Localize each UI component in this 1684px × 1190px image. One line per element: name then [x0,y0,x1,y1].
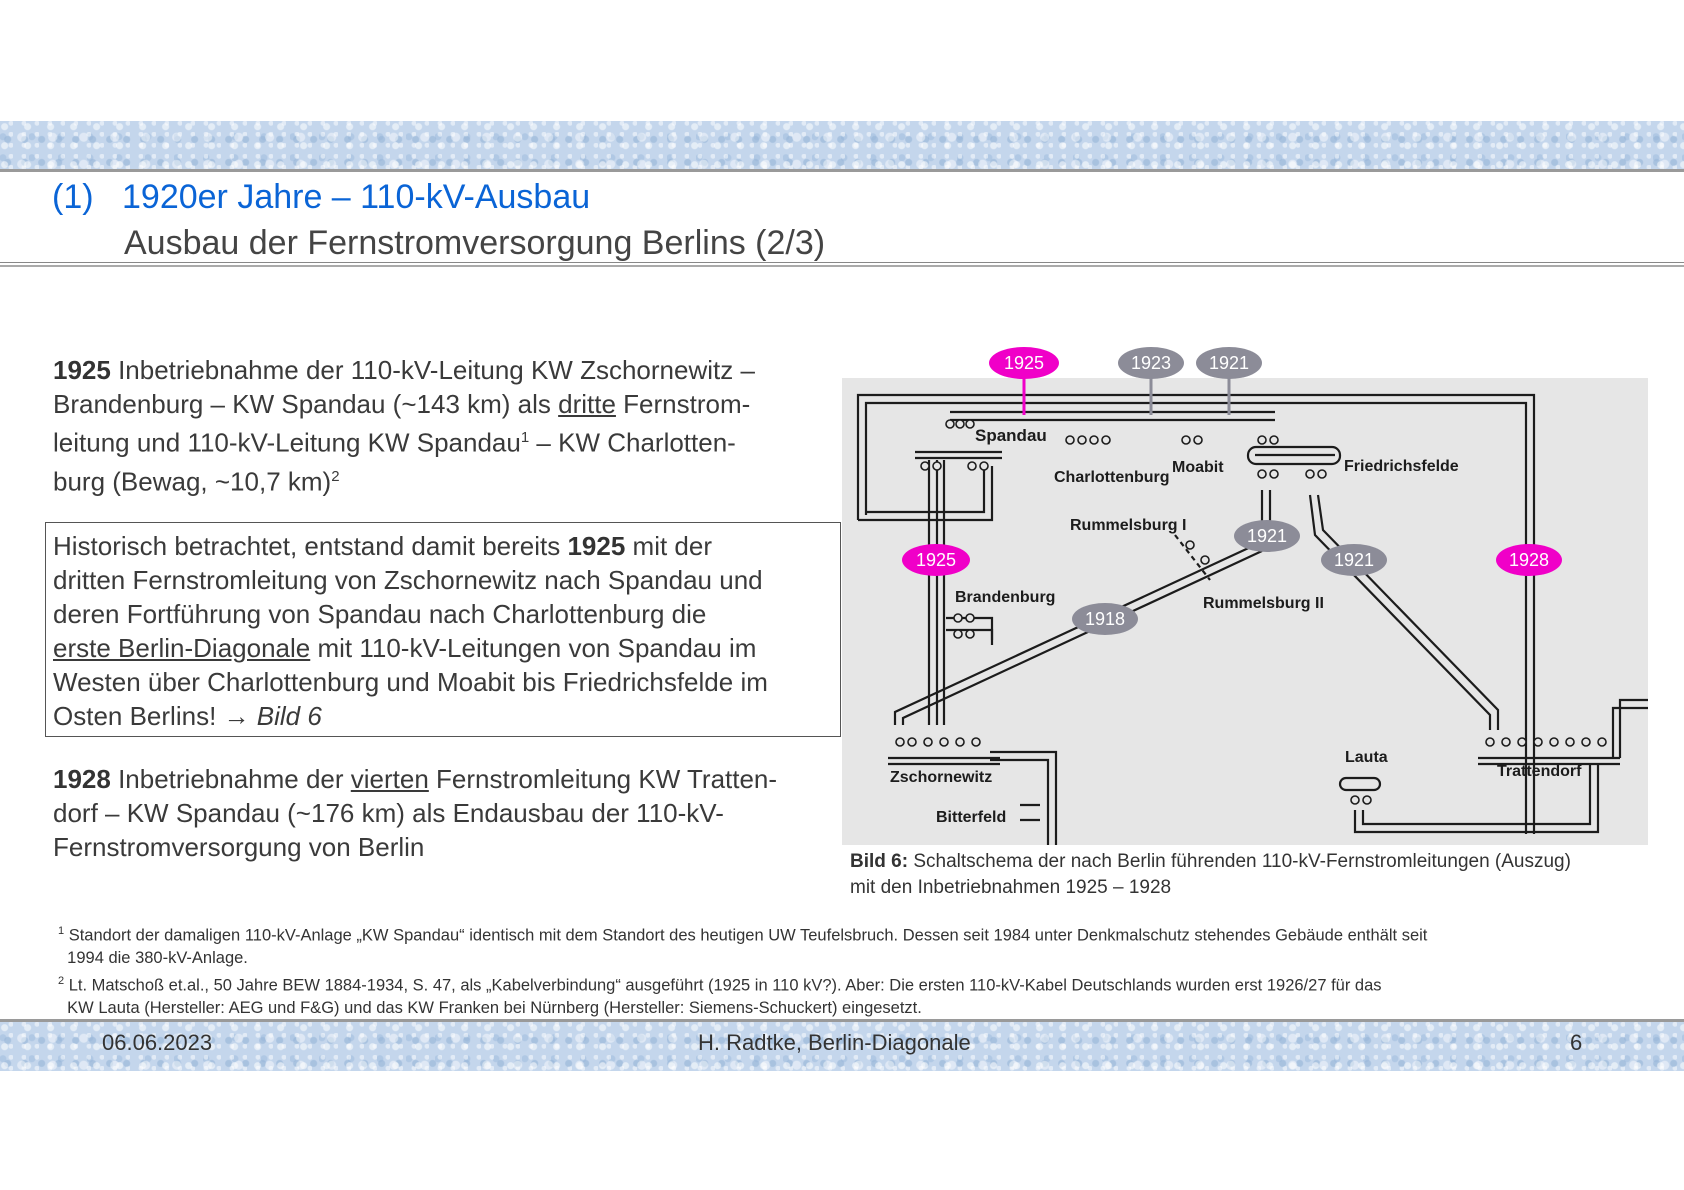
badge-text: 1928 [1509,550,1549,570]
label-friedrichsfelde: Friedrichsfelde [1344,458,1459,475]
text: Historisch betrachtet, entstand damit be… [53,531,568,561]
title-divider [0,262,1684,267]
badge-1921-top [1196,347,1262,379]
text: Westen über Charlottenburg und Moabit bi… [53,667,768,697]
badge-text: 1921 [1247,526,1287,546]
underlined-text: dritte [558,389,616,419]
caption-text: Schaltschema der nach Berlin führenden 1… [908,851,1571,872]
text: mit der [625,531,712,561]
label-zschornewitz: Zschornewitz [890,769,992,786]
badge-text: 1925 [1004,353,1044,373]
badge-1925-top [989,347,1059,379]
badge-1921-mid [1234,520,1300,552]
text: mit 110-kV-Leitungen von Spandau im [310,633,757,663]
year-badges: 1925 1923 1921 1921 1925 1921 1928 1918 [902,347,1562,635]
bold-year: 1925 [567,531,626,561]
text: Fernstromversorgung von Berlin [53,832,425,862]
text: Inbetriebnahme der [110,764,351,794]
footnote-text: 1994 die 380-kV-Anlage. [67,949,248,967]
footnote-2: 2 Lt. Matschoß et.al., 50 Jahre BEW 1884… [58,970,1638,1020]
footer-date: 06.06.2023 [102,1030,213,1055]
text: – KW Charlotten- [529,427,736,458]
highlight-box [45,522,841,737]
transmission-lines [856,393,1648,845]
badge-text: 1918 [1085,609,1125,629]
label-charlottenburg: Charlottenburg [1054,469,1170,486]
badge-connectors [1022,375,1231,415]
figure-caption: Bild 6: Schaltschema der nach Berlin füh… [850,849,1670,901]
switchgear-symbols [895,419,1607,805]
label-moabit: Moabit [1172,459,1224,476]
footnote-number: 1 [58,925,65,937]
slide-title: (1) 1920er Jahre – 110-kV-Ausbau [52,178,590,217]
text: Fernstrom- [615,389,751,419]
footnote-number: 2 [58,974,65,987]
text: Fernstromleitung KW Tratten- [428,764,778,794]
box-paragraph: Historisch betrachtet, entstand damit be… [53,529,768,733]
text: dritten Fernstromleitung von Zschornewit… [53,565,763,595]
footnote-ref-2: 2 [331,467,340,485]
label-trattendorf: Trattendorf [1497,763,1582,780]
badge-1923 [1118,347,1184,379]
label-bitterfeld: Bitterfeld [936,809,1006,826]
badge-text: 1925 [916,550,956,570]
badge-text: 1921 [1209,353,1249,373]
badge-1921-right [1321,544,1387,576]
grid-schematic-diagram: Spandau Charlottenburg Moabit Friedrichs… [842,347,1648,845]
label-rummelsburg-2: Rummelsburg II [1203,595,1324,612]
label-lauta: Lauta [1345,749,1388,766]
paragraph-1928: 1928 Inbetriebnahme der vierten Fernstro… [53,762,777,864]
page-number: 6 [1570,1030,1583,1055]
header-band [0,121,1684,172]
paragraph-1925: 1925 Inbetriebnahme der 110-kV-Leitung K… [53,353,755,498]
text: deren Fortführung von Spandau nach Charl… [53,599,707,629]
badge-1928 [1496,544,1562,576]
text: Brandenburg – KW Spandau (~143 km) als [53,389,559,419]
footnote-text: Standort der damaligen 110-kV-Anlage „KW… [64,926,1428,945]
year-1925: 1925 [53,355,111,385]
station-labels: Spandau Charlottenburg Moabit Friedrichs… [890,426,1582,826]
arrow-icon: → [223,701,250,731]
year-1928: 1928 [53,764,111,794]
badge-1918 [1072,603,1138,635]
badge-text: 1923 [1131,353,1171,373]
text: dorf – KW Spandau (~176 km) als Endausba… [53,798,724,828]
badge-1925-left [902,544,970,576]
footer-author: H. Radtke, Berlin-Diagonale [698,1030,971,1055]
label-brandenburg: Brandenburg [955,589,1055,606]
footnote-ref-1: 1 [520,429,530,446]
footnote-1: 1 Standort der damaligen 110-kV-Anlage „… [58,920,1638,970]
figure-reference: Bild 6 [249,701,322,731]
caption-text: mit den Inbetriebnahmen 1925 – 1928 [850,877,1172,898]
footnotes: 1 Standort der damaligen 110-kV-Anlage „… [58,920,1638,1019]
text: burg (Bewag, ~10,7 km) [53,466,332,497]
caption-label: Bild 6: [850,851,909,872]
text: leitung und 110-kV-Leitung KW Spandau [53,427,521,458]
diagram-background [842,378,1648,845]
text: Inbetriebnahme der 110-kV-Leitung KW Zsc… [110,355,755,385]
badge-text: 1921 [1334,550,1374,570]
underlined-text: erste Berlin-Diagonale [53,633,311,663]
footnote-text: KW Lauta (Hersteller: AEG und F&G) und d… [67,998,922,1017]
footnote-text: Lt. Matschoß et.al., 50 Jahre BEW 1884-1… [64,976,1382,994]
slide-subtitle: Ausbau der Fernstromversorgung Berlins (… [124,224,826,262]
label-spandau: Spandau [975,426,1047,445]
underlined-text: vierten [350,764,429,794]
text: Osten Berlins! [53,701,224,731]
title-text: 1920er Jahre – 110-kV-Ausbau [122,178,591,216]
section-number: (1) [52,178,94,216]
footer-band [0,1019,1684,1071]
label-rummelsburg-1: Rummelsburg I [1070,517,1186,534]
